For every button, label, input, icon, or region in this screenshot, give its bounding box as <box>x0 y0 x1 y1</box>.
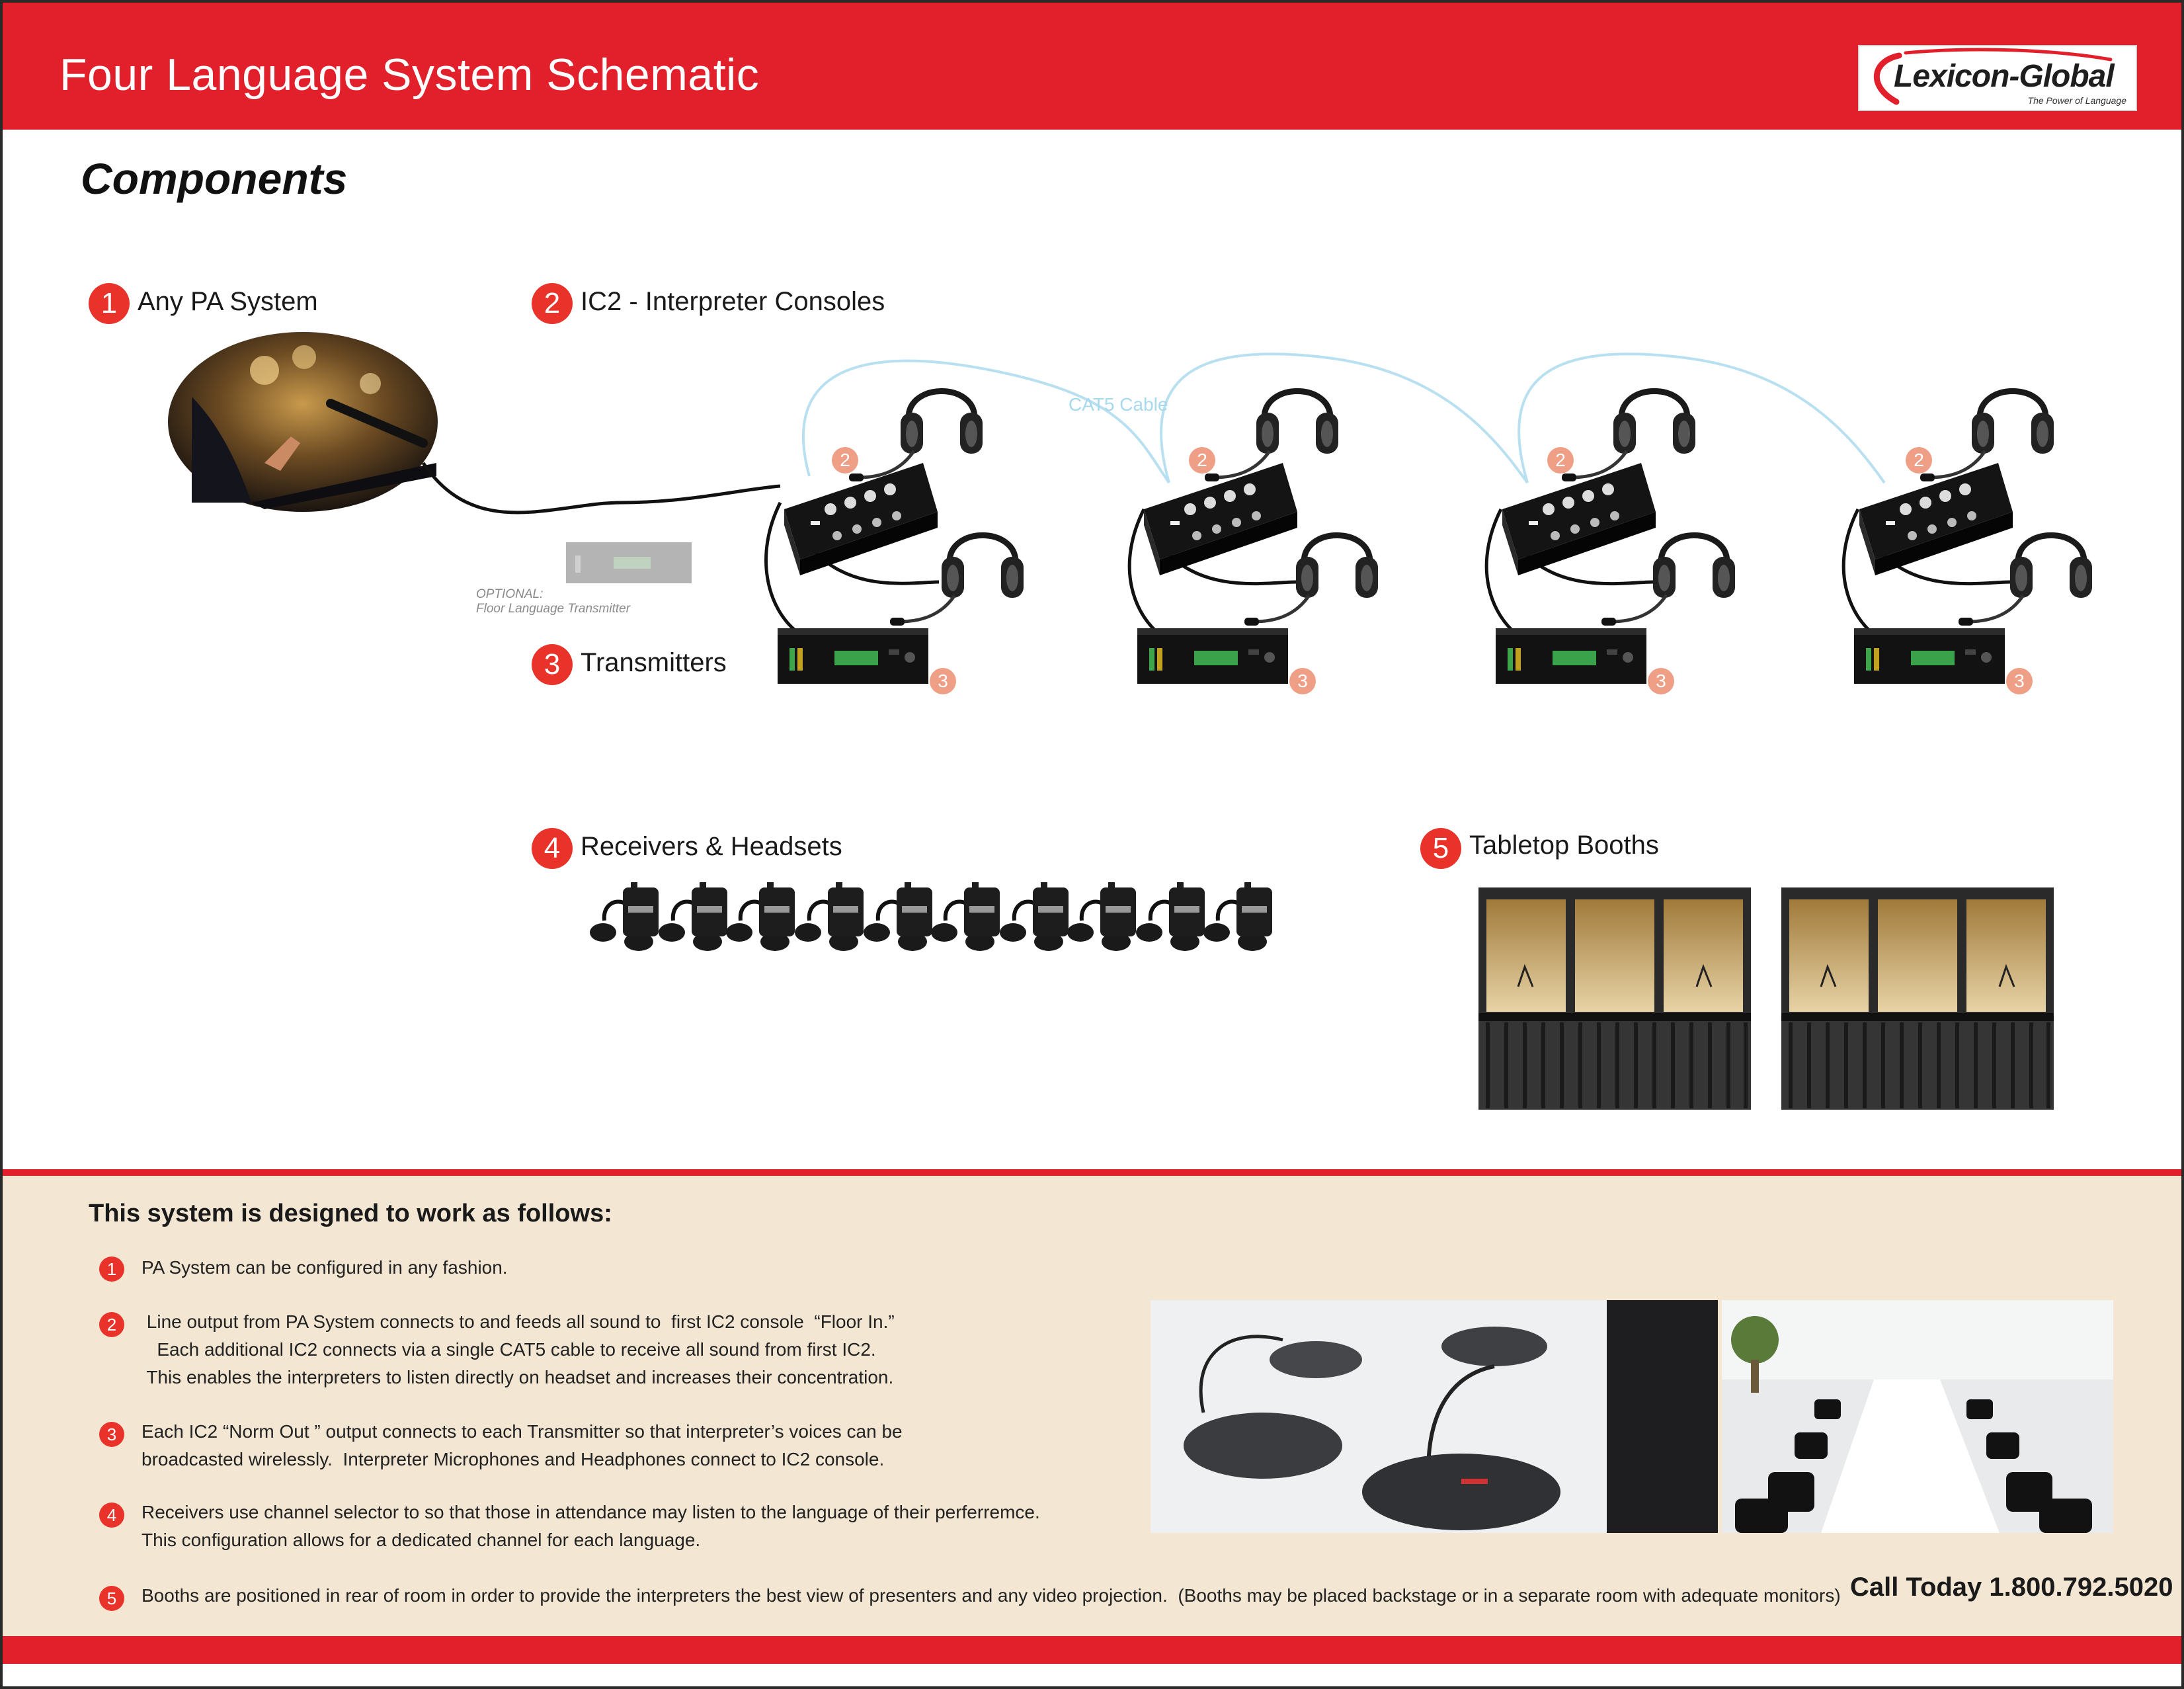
transmitter-1 <box>778 628 928 684</box>
call-today-phone: Call Today 1.800.792.5020 <box>1850 1573 2173 1602</box>
console-badge-1: 2 <box>832 447 858 474</box>
component-label-receivers: Receivers & Headsets <box>581 832 842 861</box>
cat5-cable-label: CAT5 Cable <box>1069 394 1168 415</box>
cat5-cable-2 <box>1160 352 1529 484</box>
receivers-headsets-group <box>590 882 1272 951</box>
console-badge-3: 2 <box>1547 447 1574 474</box>
transmitter-badge-2: 3 <box>1289 668 1316 694</box>
system-heading: This system is designed to work as follo… <box>89 1200 612 1227</box>
pa-system-image <box>168 332 438 512</box>
page-title: Four Language System Schematic <box>60 50 760 100</box>
cat5-cable-3 <box>1517 352 1886 484</box>
component-badge-4: 4 <box>532 828 573 869</box>
tabletop-booth-2 <box>1781 887 2054 1110</box>
console-badge-4: 2 <box>1906 447 1932 474</box>
component-label-transmitters: Transmitters <box>581 648 727 677</box>
component-badge-2: 2 <box>532 283 573 324</box>
optional-line-1: OPTIONAL: <box>476 587 544 601</box>
note-5: Booths are positioned in rear of room in… <box>142 1585 1841 1606</box>
component-badge-5: 5 <box>1420 828 1461 869</box>
transmitter-3 <box>1496 628 1646 684</box>
header-bar: Four Language System Schematic <box>3 3 2181 130</box>
schematic-diagram <box>168 332 2184 1164</box>
note-badge-3: 3 <box>99 1422 124 1447</box>
conference-table-photo-closeup <box>1151 1300 1718 1533</box>
cat5-cable-1 <box>801 359 1170 484</box>
optional-transmitter-caption: OPTIONAL: Floor Language Transmitter <box>476 587 630 616</box>
note-badge-5: 5 <box>99 1586 124 1611</box>
note-badge-1: 1 <box>99 1256 124 1282</box>
transmitter-badge-1: 3 <box>930 668 956 694</box>
transmitter-4 <box>1854 628 2005 684</box>
transmitter-badge-4: 3 <box>2006 668 2033 694</box>
note-3: Each IC2 “Norm Out ” output connects to … <box>142 1421 903 1469</box>
transmitter-2 <box>1137 628 1288 684</box>
optional-floor-transmitter <box>566 542 692 583</box>
note-1: PA System can be configured in any fashi… <box>142 1257 508 1278</box>
console-badge-2: 2 <box>1189 447 1215 474</box>
component-badge-3: 3 <box>532 644 573 685</box>
components-heading: Components <box>81 154 348 203</box>
lexicon-global-logo: Lexicon-Global The Power of Language <box>1858 45 2137 111</box>
note-badge-2: 2 <box>99 1312 124 1337</box>
logo-name: Lexicon-Global <box>1894 59 2115 94</box>
logo-swoosh-icon <box>1874 48 2113 105</box>
pa-line-cable <box>421 462 781 515</box>
note-badge-4: 4 <box>99 1503 124 1528</box>
note-2: Line output from PA System connects to a… <box>146 1311 895 1387</box>
component-label-booths: Tabletop Booths <box>1469 831 1659 860</box>
note-4: Receivers use channel selector to so tha… <box>142 1502 1040 1550</box>
optional-line-2: Floor Language Transmitter <box>476 602 631 616</box>
component-label-interpreter-consoles: IC2 - Interpreter Consoles <box>581 287 885 316</box>
logo-tagline: The Power of Language <box>2027 95 2126 106</box>
component-badge-1: 1 <box>89 283 130 324</box>
transmitter-badge-3: 3 <box>1648 668 1674 694</box>
conference-room-photo <box>1722 1300 2113 1533</box>
component-label-pa-system: Any PA System <box>138 287 318 316</box>
tabletop-booth-1 <box>1478 887 1751 1110</box>
footer-bar <box>3 1636 2181 1664</box>
